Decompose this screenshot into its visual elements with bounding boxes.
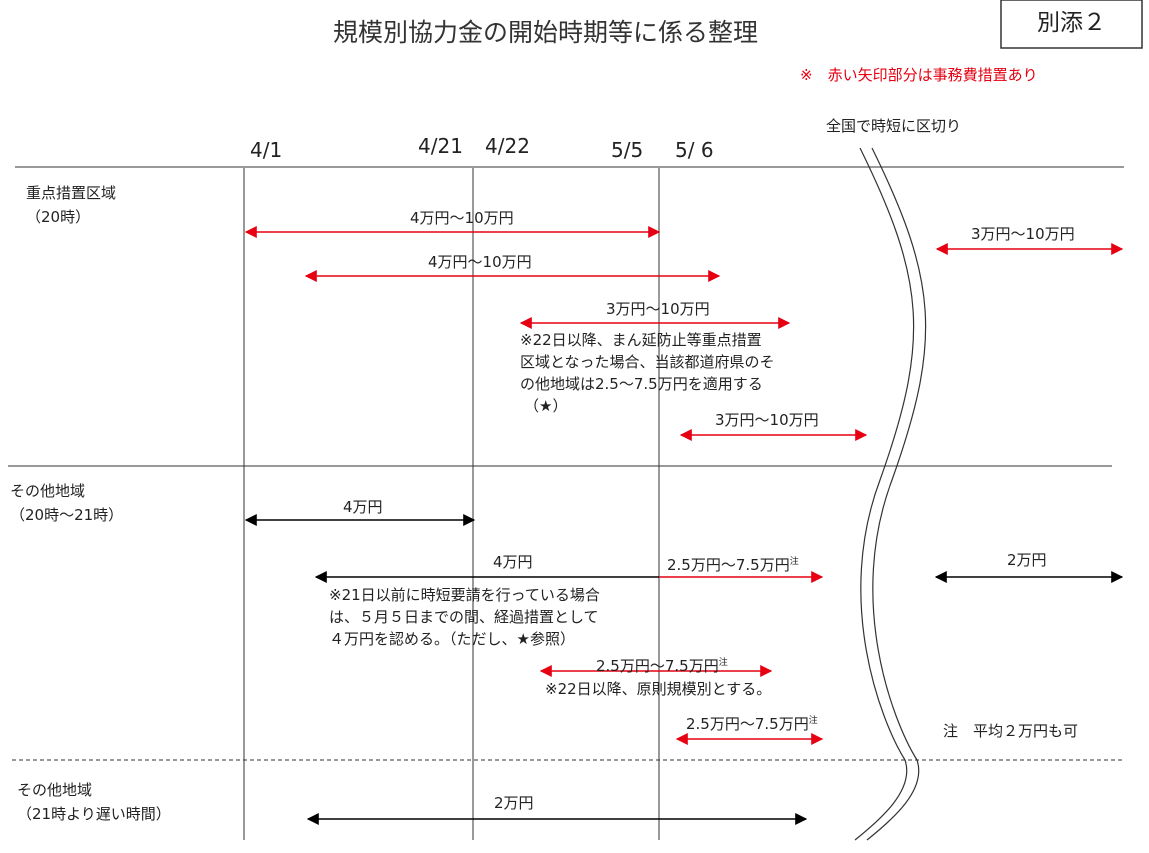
note-mark: 注 <box>789 557 799 567</box>
date-label-5-5: 5/5 <box>611 138 644 162</box>
note-mark: 注 <box>718 658 728 668</box>
region-late-name: その他地域 <box>17 781 93 799</box>
arrow-label-o5: 2万円 <box>1007 551 1047 569</box>
date-label-4-21: 4/21 <box>418 134 463 158</box>
arrow-label-p1: 4万円～10万円 <box>410 209 514 227</box>
region-other-name: その他地域 <box>10 482 86 500</box>
region-priority-hours: （20時） <box>26 208 91 226</box>
arrow-label-o3: 2.5万円～7.5万円注 <box>596 657 728 675</box>
arrow-label-o2a: 4万円 <box>493 553 533 571</box>
priority-note-line-3: の他地域は2.5～7.5万円を適用する <box>520 375 763 393</box>
page-title: 規模別協力金の開始時期等に係る整理 <box>333 18 759 47</box>
arrow-label-p2: 4万円～10万円 <box>428 253 532 271</box>
priority-note-line-2: 区域となった場合、当該都道府県のそ <box>520 353 775 371</box>
cutoff-label: 全国で時短に区切り <box>826 117 962 135</box>
transition-note-line-2: は、５月５日までの間、経過措置として <box>329 608 599 626</box>
attachment-box <box>1000 0 1143 49</box>
arrow-label-p4: 3万円～10万円 <box>715 411 819 429</box>
arrow-label-p3: 3万円～10万円 <box>606 300 710 318</box>
priority-note-line-4: （★） <box>524 397 568 415</box>
arrow-label-l1: 2万円 <box>494 794 534 812</box>
transition-note-line-3: ４万円を認める。（ただし、★参照） <box>329 630 575 648</box>
region-late-hours: （21時より遅い時間） <box>17 805 171 823</box>
region-priority-name: 重点措置区域 <box>26 184 117 202</box>
cutoff-wave-left <box>854 147 915 841</box>
priority-note-line-1: ※22日以降、まん延防止等重点措置 <box>520 331 762 349</box>
date-label-4-22: 4/22 <box>485 134 530 158</box>
rule-note: ※22日以降、原則規模別とする。 <box>545 680 772 698</box>
arrow-label-p5: 3万円～10万円 <box>971 225 1075 243</box>
region-other-hours: （20時～21時） <box>10 506 124 524</box>
red-arrow-note: ※ 赤い矢印部分は事務費措置あり <box>800 66 1038 84</box>
note-mark: 注 <box>808 716 818 726</box>
cutoff-wave-right <box>866 147 927 841</box>
attachment-label: 別添２ <box>1037 10 1106 36</box>
transition-note-line-1: ※21日以前に時短要請を行っている場合 <box>329 586 600 604</box>
arrow-label-o4: 2.5万円～7.5万円注 <box>686 715 818 733</box>
date-label-5-6: 5/ 6 <box>675 138 714 162</box>
arrow-label-o1: 4万円 <box>343 498 383 516</box>
date-label-4-1: 4/1 <box>250 138 283 162</box>
arrow-label-o2b: 2.5万円～7.5万円注 <box>667 556 799 574</box>
average-note: 注 平均２万円も可 <box>943 722 1079 740</box>
